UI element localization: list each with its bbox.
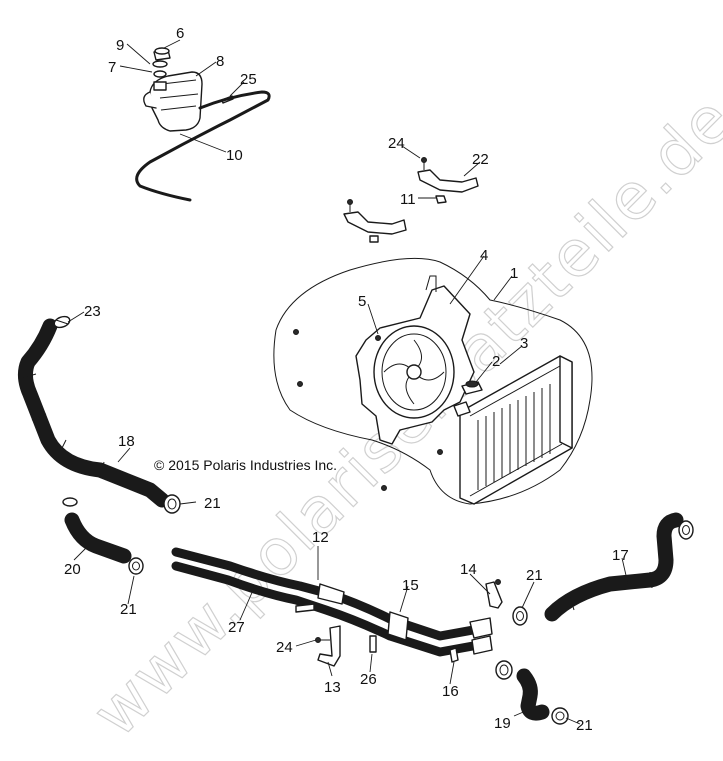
callout-1: 1 xyxy=(510,265,518,282)
callout-24a: 24 xyxy=(388,135,405,152)
callout-8: 8 xyxy=(216,53,224,70)
cooling-fan-assembly xyxy=(355,275,475,445)
coolant-reservoir-tank xyxy=(149,71,203,132)
upper-coolant-hose xyxy=(17,318,170,508)
callout-10: 10 xyxy=(226,147,243,164)
lower-bracket xyxy=(343,199,407,243)
washer xyxy=(153,70,167,78)
callout-labels: 6 9 7 8 25 10 24 22 11 1 4 5 3 2 23 18 2… xyxy=(64,25,629,734)
callout-16: 16 xyxy=(442,683,459,700)
bolt-26 xyxy=(369,635,377,653)
hose-clamp-23 xyxy=(53,315,71,329)
coolant-pipe-assembly xyxy=(171,547,493,657)
hose-clamp-21b xyxy=(128,557,144,575)
callout-18: 18 xyxy=(118,433,135,450)
pipe-bracket-13 xyxy=(315,625,341,667)
callout-9: 9 xyxy=(116,37,124,54)
hose-clamp-21a xyxy=(163,494,181,514)
callout-21b: 21 xyxy=(120,601,137,618)
callout-13: 13 xyxy=(324,679,341,696)
callout-2: 2 xyxy=(492,353,500,370)
elbow-hose-19 xyxy=(495,660,550,721)
radiator xyxy=(453,355,573,505)
callout-21d: 21 xyxy=(576,717,593,734)
callout-25: 25 xyxy=(240,71,257,88)
callout-3: 3 xyxy=(520,335,528,352)
callout-12: 12 xyxy=(312,529,329,546)
callout-14: 14 xyxy=(460,561,477,578)
upper-bracket-22 xyxy=(417,157,479,204)
callout-4: 4 xyxy=(480,247,488,264)
callout-21a: 21 xyxy=(204,495,221,512)
callout-22: 22 xyxy=(472,151,489,168)
radiator-shroud-outline xyxy=(273,257,593,505)
callout-23: 23 xyxy=(84,303,101,320)
hose-clamp-21c xyxy=(512,606,528,626)
callout-15: 15 xyxy=(402,577,419,594)
callout-24b: 24 xyxy=(276,639,293,656)
hose-clamp-21-right xyxy=(678,520,694,540)
copyright-notice: © 2015 Polaris Industries Inc. xyxy=(154,457,337,473)
hose-clamp-21d xyxy=(551,707,569,725)
callout-11: 11 xyxy=(400,191,416,208)
callout-6: 6 xyxy=(176,25,184,42)
callout-21c: 21 xyxy=(526,567,543,584)
reservoir-assembly xyxy=(135,47,271,202)
callout-7: 7 xyxy=(108,59,116,76)
bolt-16 xyxy=(449,647,459,663)
leader-lines xyxy=(67,39,629,725)
callout-5: 5 xyxy=(358,293,366,310)
callout-19: 19 xyxy=(494,715,511,732)
callout-17: 17 xyxy=(612,547,629,564)
callout-26: 26 xyxy=(360,671,377,688)
bracket-14 xyxy=(485,579,503,609)
callout-27: 27 xyxy=(228,619,245,636)
callout-20: 20 xyxy=(64,561,81,578)
short-hose-20 xyxy=(62,497,132,564)
cap-o-ring xyxy=(152,60,168,68)
lower-hose-17 xyxy=(544,512,684,622)
